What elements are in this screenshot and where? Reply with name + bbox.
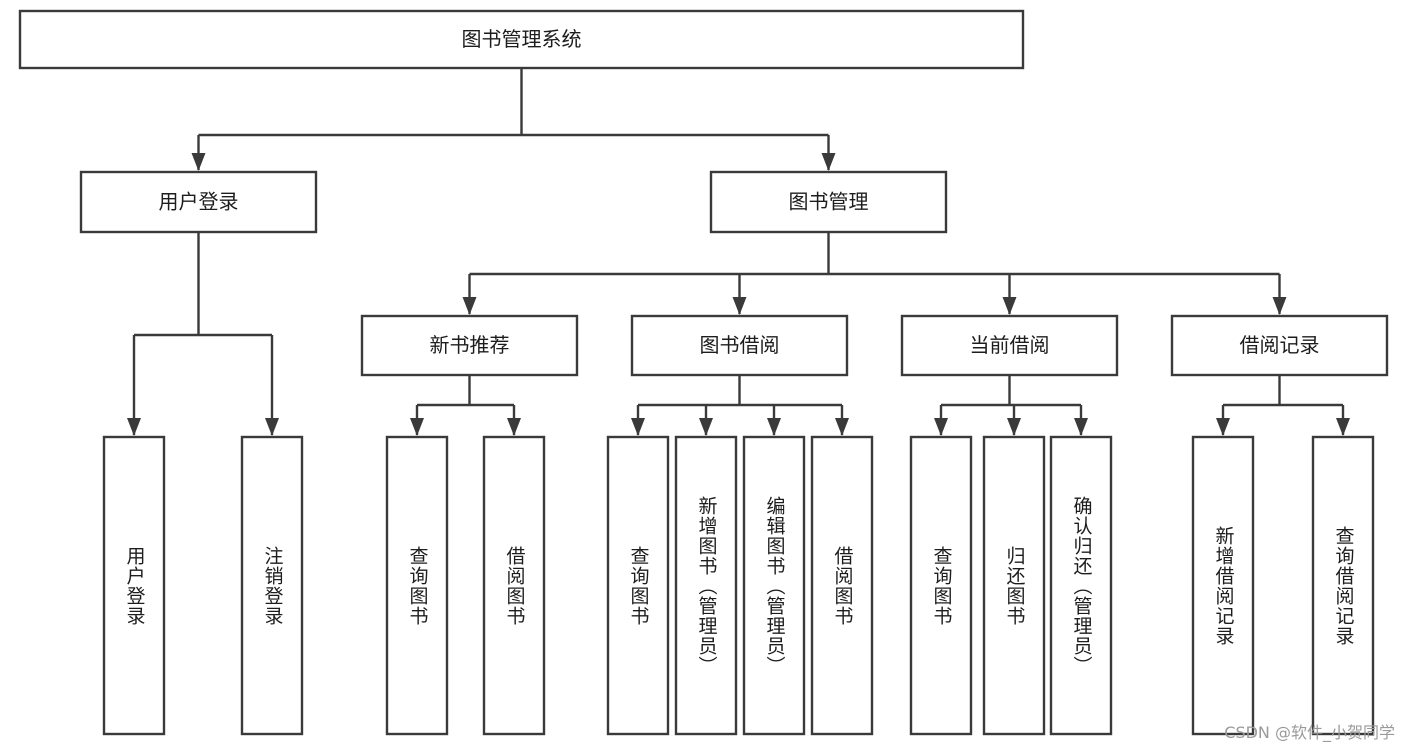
- node-box[interactable]: [1170, 314, 1389, 377]
- node-new-book-recommend[interactable]: 新书推荐: [360, 314, 579, 377]
- node-box[interactable]: [482, 435, 546, 736]
- node-borrow-book-2[interactable]: [810, 435, 874, 736]
- arrow-head-icon: [127, 418, 141, 436]
- node-label: 图书管理系统: [462, 27, 582, 51]
- node-box[interactable]: [909, 435, 973, 736]
- arrow-head-icon: [732, 297, 747, 315]
- node-box[interactable]: [1311, 435, 1375, 736]
- node-box[interactable]: [79, 170, 318, 234]
- node-box[interactable]: [674, 435, 738, 736]
- node-box[interactable]: [18, 9, 1025, 70]
- arrow-head-icon: [1336, 418, 1350, 436]
- node-user-login-leaf[interactable]: [102, 435, 166, 736]
- arrow-head-icon: [1074, 418, 1088, 436]
- node-label: 当前借阅: [970, 333, 1050, 357]
- arrow-head-icon: [767, 418, 781, 436]
- node-label: 新书推荐: [430, 333, 510, 357]
- node-book-borrow[interactable]: 图书借阅: [630, 314, 849, 377]
- node-borrow-record[interactable]: 借阅记录: [1170, 314, 1389, 377]
- node-box[interactable]: [240, 435, 304, 736]
- watermark: CSDN @软件_小贺同学: [1224, 723, 1395, 742]
- arrow-head-icon: [1007, 418, 1021, 436]
- node-box[interactable]: [102, 435, 166, 736]
- arrow-head-icon: [835, 418, 849, 436]
- node-box[interactable]: [1049, 435, 1113, 736]
- arrow-head-icon: [699, 418, 713, 436]
- arrow-head-icon: [191, 153, 206, 171]
- node-box[interactable]: [360, 314, 579, 377]
- arrow-head-icon: [410, 418, 424, 436]
- node-user-login[interactable]: 用户登录: [79, 170, 318, 234]
- node-box[interactable]: [630, 314, 849, 377]
- node-root[interactable]: 图书管理系统: [18, 9, 1025, 70]
- node-box[interactable]: [742, 435, 806, 736]
- arrow-head-icon: [821, 153, 836, 171]
- node-confirm-return[interactable]: [1049, 435, 1113, 736]
- node-user-logout-leaf[interactable]: [240, 435, 304, 736]
- arrow-head-icon: [1002, 297, 1017, 315]
- node-box[interactable]: [1191, 435, 1255, 736]
- arrow-head-icon: [507, 418, 521, 436]
- node-query-book-3[interactable]: [909, 435, 973, 736]
- connector-layer: [127, 68, 1350, 436]
- node-label: 借阅记录: [1240, 333, 1320, 357]
- arrow-head-icon: [1216, 418, 1230, 436]
- node-edit-book[interactable]: [742, 435, 806, 736]
- node-box[interactable]: [385, 435, 449, 736]
- arrow-head-icon: [462, 297, 477, 315]
- node-box[interactable]: [810, 435, 874, 736]
- node-return-book[interactable]: [982, 435, 1046, 736]
- node-query-book-1[interactable]: [385, 435, 449, 736]
- node-box[interactable]: [982, 435, 1046, 736]
- node-label: 用户登录: [159, 190, 239, 214]
- arrow-head-icon: [934, 418, 948, 436]
- node-box[interactable]: [606, 435, 670, 736]
- node-book-manage[interactable]: 图书管理: [709, 170, 948, 234]
- node-current-borrow[interactable]: 当前借阅: [900, 314, 1119, 377]
- node-box[interactable]: [900, 314, 1119, 377]
- node-query-borrow-record[interactable]: [1311, 435, 1375, 736]
- node-box[interactable]: [709, 170, 948, 234]
- node-borrow-book-1[interactable]: [482, 435, 546, 736]
- arrow-head-icon: [1272, 297, 1287, 315]
- arrow-head-icon: [631, 418, 645, 436]
- arrow-head-icon: [265, 418, 279, 436]
- node-query-book-2[interactable]: [606, 435, 670, 736]
- node-add-book[interactable]: [674, 435, 738, 736]
- node-add-borrow-record[interactable]: [1191, 435, 1255, 736]
- node-label: 图书借阅: [700, 333, 780, 357]
- node-label: 图书管理: [789, 190, 869, 214]
